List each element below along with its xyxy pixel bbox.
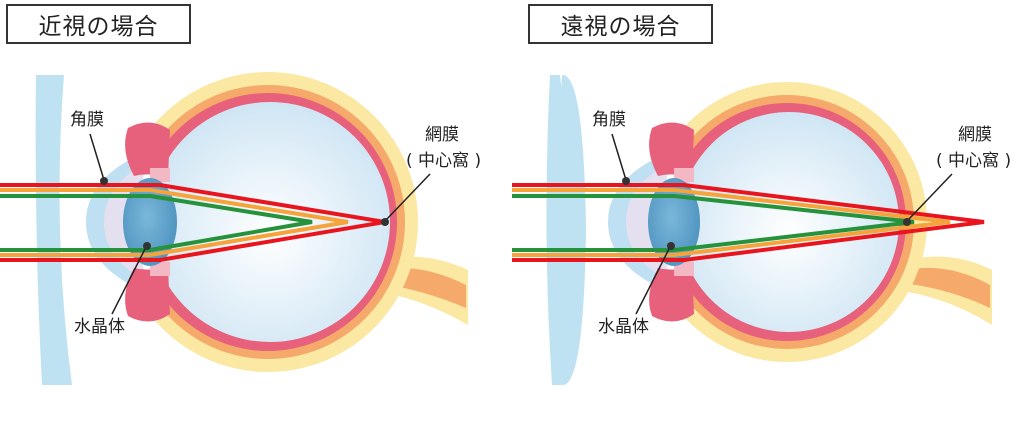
label-retina: 網膜: [425, 125, 459, 145]
ray-green: [512, 194, 915, 252]
panel-myopia: 近視の場合: [0, 4, 481, 385]
label-fovea: ( 中心窩 ): [936, 151, 1011, 171]
iris-top: [125, 122, 170, 178]
panel-title: 遠視の場合: [528, 4, 713, 44]
vitreous-body: [679, 112, 899, 332]
crystalline-lens: [648, 178, 700, 266]
ray-green: [0, 194, 313, 252]
eye-diagram: 角膜 水晶体 網膜 ( 中心窩 ): [512, 75, 1011, 385]
label-lens: 水晶体: [74, 317, 125, 337]
ray-orange: [512, 188, 951, 257]
label-lens: 水晶体: [598, 317, 649, 337]
corrective-lens: [35, 75, 72, 385]
iris-top: [649, 122, 694, 178]
label-retina: 網膜: [958, 125, 992, 145]
eye-diagram: 角膜 水晶体 網膜 ( 中心窩 ): [0, 72, 481, 385]
label-fovea: ( 中心窩 ): [406, 151, 481, 171]
iris-bottom: [649, 266, 694, 322]
iris-bottom: [125, 266, 170, 322]
panel-hyperopia: 遠視の場合: [512, 0, 1024, 425]
ray-red: [512, 183, 985, 262]
label-cornea: 角膜: [592, 110, 626, 130]
vitreous-body: [150, 102, 390, 342]
label-cornea: 角膜: [70, 110, 104, 130]
panel-title: 近視の場合: [6, 4, 191, 44]
ray-orange: [0, 188, 349, 257]
